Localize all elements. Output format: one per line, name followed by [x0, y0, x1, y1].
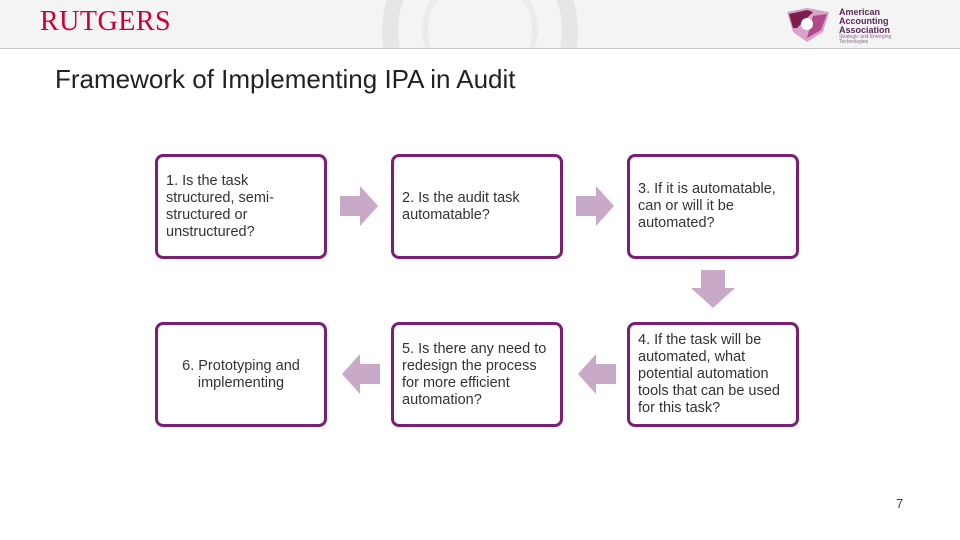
- seal-watermark: [382, 0, 578, 48]
- arrow-left-5-to-6-icon: [342, 354, 380, 394]
- step-1-box: 1. Is the task structured, semi-structur…: [155, 154, 327, 259]
- step-3-text: 3. If it is automatable, can or will it …: [638, 181, 776, 231]
- aaa-name: American Accounting Association: [839, 7, 891, 35]
- step-4-text: 4. If the task will be automated, what p…: [638, 332, 780, 416]
- step-2-box: 2. Is the audit task automatable?: [391, 154, 563, 259]
- step-2-text: 2. Is the audit task automatable?: [402, 189, 520, 223]
- page-number: 7: [896, 496, 904, 511]
- step-3-box: 3. If it is automatable, can or will it …: [627, 154, 799, 259]
- slide-title: Framework of Implementing IPA in Audit: [55, 64, 516, 94]
- step-5-text: 5. Is there any need to redesign the pro…: [402, 340, 547, 408]
- step-5-box: 5. Is there any need to redesign the pro…: [391, 322, 563, 427]
- rutgers-wordmark: RUTGERS: [40, 6, 172, 37]
- step-6-text: 6. Prototyping and implementing: [182, 357, 300, 391]
- aaa-logo: American Accounting Association Strategi…: [783, 6, 923, 46]
- arrow-right-1-to-2-icon: [340, 186, 378, 226]
- arrow-right-2-to-3-icon: [576, 186, 614, 226]
- arrow-down-3-to-4-icon: [691, 270, 735, 308]
- step-6-box: 6. Prototyping and implementing: [155, 322, 327, 427]
- aaa-emblem-icon: [787, 8, 829, 42]
- rutgers-logo: RUTGERS: [40, 6, 171, 38]
- header-bar: RUTGERS American Accounting Association …: [0, 0, 960, 48]
- step-4-box: 4. If the task will be automated, what p…: [627, 322, 799, 427]
- header-divider: [0, 48, 960, 49]
- arrow-left-4-to-5-icon: [578, 354, 616, 394]
- step-1-text: 1. Is the task structured, semi-structur…: [166, 172, 274, 240]
- aaa-section: Strategic and Emerging Technologies: [839, 34, 892, 45]
